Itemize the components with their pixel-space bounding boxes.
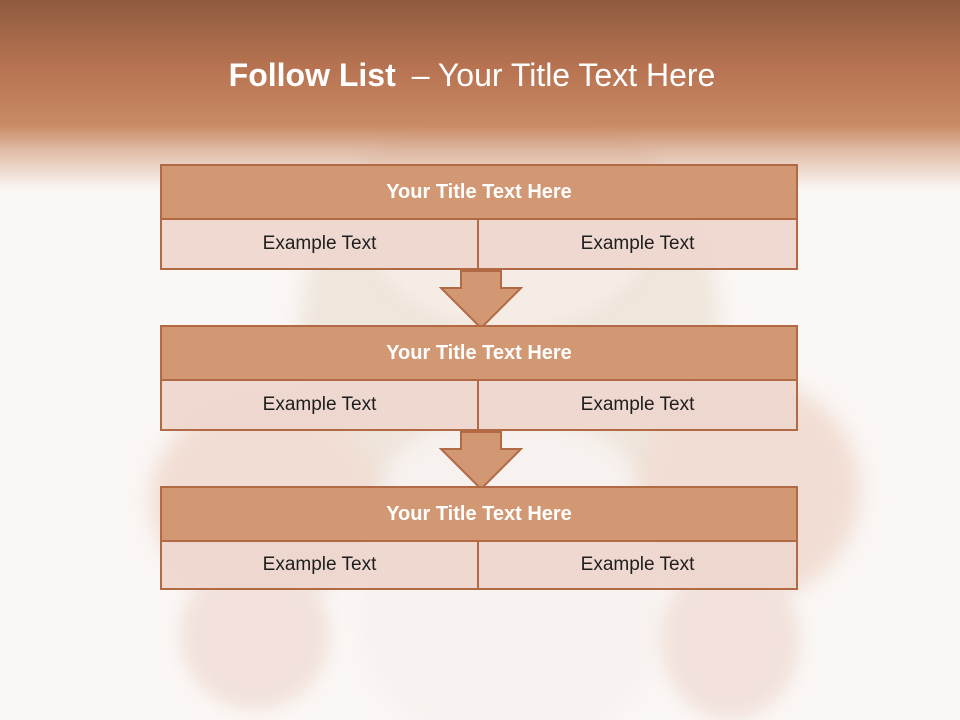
block-row: Example Text Example Text (160, 542, 798, 590)
block-title: Your Title Text Here (160, 325, 798, 381)
block-cell-left: Example Text (160, 542, 479, 590)
block-title: Your Title Text Here (160, 164, 798, 220)
slide-title-bold: Follow List (228, 57, 396, 93)
slide-title-rest: – Your Title Text Here (411, 57, 716, 93)
block-cell-right: Example Text (479, 381, 798, 431)
block-title: Your Title Text Here (160, 486, 798, 542)
down-arrow-2 (439, 431, 523, 491)
block-row: Example Text Example Text (160, 381, 798, 431)
slide-title: Follow List – Your Title Text Here (0, 52, 944, 98)
block-cell-right: Example Text (479, 220, 798, 270)
down-arrow-1 (439, 270, 523, 330)
block-cell-left: Example Text (160, 220, 479, 270)
list-block-2: Your Title Text Here Example Text Exampl… (160, 325, 802, 431)
block-row: Example Text Example Text (160, 220, 798, 270)
block-cell-right: Example Text (479, 542, 798, 590)
list-block-3: Your Title Text Here Example Text Exampl… (160, 486, 802, 590)
list-block-1: Your Title Text Here Example Text Exampl… (160, 164, 802, 270)
header-band (0, 0, 960, 190)
block-cell-left: Example Text (160, 381, 479, 431)
